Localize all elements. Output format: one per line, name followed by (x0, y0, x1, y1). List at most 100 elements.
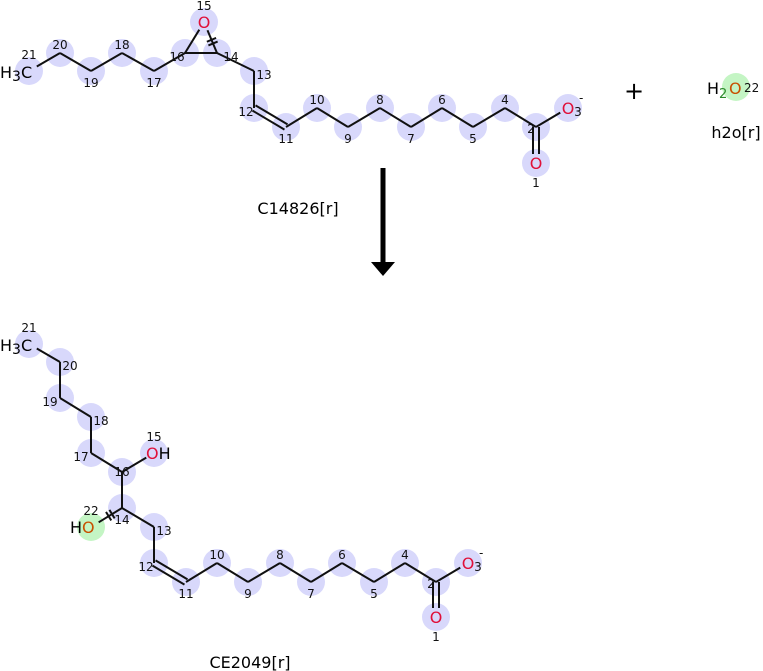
stereo-hash (105, 511, 113, 521)
methyl-label: H3C (0, 63, 32, 85)
bond (285, 107, 318, 128)
bond (247, 562, 281, 583)
atom-number-11: 11 (278, 132, 293, 146)
water-sub: 2 (719, 87, 727, 102)
atom-number-6: 6 (338, 548, 346, 562)
double-bond (151, 564, 185, 586)
atom-number-9: 9 (344, 132, 352, 146)
atom-highlight-15 (190, 8, 218, 36)
bond (184, 29, 201, 54)
plus-sign: + (624, 77, 644, 105)
atom-number-9: 9 (244, 587, 252, 601)
atom-number-7: 7 (407, 132, 415, 146)
atom-number-12: 12 (138, 560, 153, 574)
bond (121, 52, 155, 72)
atom-number-12: 12 (238, 105, 253, 119)
atom-highlight-1 (522, 149, 550, 177)
double-bond (255, 104, 289, 126)
bond (36, 347, 61, 363)
stereo-hash (208, 40, 219, 47)
atom-number-16: 16 (114, 465, 129, 479)
atom-number-15: 15 (196, 0, 211, 13)
bond (373, 562, 406, 583)
atom-highlight-15 (140, 439, 168, 467)
bond (216, 562, 249, 583)
bond (410, 107, 443, 128)
bond (90, 52, 123, 72)
water-highlight (722, 73, 750, 101)
bond (216, 52, 255, 72)
atom-highlight-3 (454, 549, 482, 577)
atom-number-14: 14 (114, 513, 129, 527)
atom-number-17: 17 (146, 76, 161, 90)
atom-number-19: 19 (42, 395, 57, 409)
atom-number-11: 11 (178, 587, 193, 601)
reactant-name: C14826[r] (257, 199, 338, 218)
bond (36, 52, 61, 68)
stereo-hash (108, 509, 116, 519)
double-bond (155, 559, 189, 581)
atom-number-3: 3 (574, 105, 582, 119)
atom-number-16: 16 (169, 50, 184, 64)
atom-number-6: 6 (438, 93, 446, 107)
atom-number-20: 20 (62, 359, 77, 373)
oxygen-label: O (562, 99, 575, 118)
atom-highlight-3 (554, 94, 582, 122)
atom-number-21: 21 (21, 321, 36, 335)
water-atom-number: 22 (744, 81, 759, 95)
atom-number-22: 22 (83, 504, 98, 518)
bond (404, 562, 437, 583)
methyl-label: H3C (0, 336, 32, 358)
charge-label: - (579, 91, 583, 105)
atom-highlight-21 (15, 57, 43, 85)
atom-number-3: 3 (474, 560, 482, 574)
double-bond (251, 109, 285, 131)
atom-number-4: 4 (501, 93, 509, 107)
water-molecule: H 2 O 22 h2o[r] (707, 73, 761, 142)
bond (347, 107, 381, 128)
atom-number-1: 1 (432, 630, 440, 644)
bond (435, 566, 461, 583)
reaction-arrow (371, 168, 395, 276)
atom-highlight-21 (15, 330, 43, 358)
water-name: h2o[r] (711, 123, 760, 142)
bond (472, 107, 506, 128)
water-o: O (729, 79, 742, 98)
atom-number-15: 15 (146, 430, 161, 444)
stereo-hash (206, 36, 217, 43)
atom-number-1: 1 (532, 176, 540, 190)
atom-highlight-22 (77, 513, 105, 541)
atom-number-13: 13 (156, 524, 171, 538)
atom-highlight-1 (422, 603, 450, 631)
atom-number-2: 2 (427, 577, 435, 591)
atom-number-5: 5 (370, 587, 378, 601)
charge-label: - (479, 546, 483, 560)
atom-number-8: 8 (276, 548, 284, 562)
bond (59, 52, 92, 72)
bond (504, 107, 537, 128)
atom-number-10: 10 (309, 93, 324, 107)
atom-number-19: 19 (83, 76, 98, 90)
oxygen-label: O (462, 554, 475, 573)
atom-number-8: 8 (376, 93, 384, 107)
bond (310, 562, 343, 583)
oxygen-label: O (430, 608, 443, 627)
bond (121, 507, 155, 528)
product-name: CE2049[r] (209, 653, 290, 671)
bond (316, 107, 349, 128)
atom-number-2: 2 (527, 122, 535, 136)
bond (153, 52, 186, 72)
atom-number-5: 5 (469, 132, 477, 146)
bond (206, 29, 218, 54)
bond (341, 562, 375, 583)
atom-number-18: 18 (114, 38, 129, 52)
atom-number-13: 13 (256, 68, 271, 82)
bond (185, 562, 218, 583)
bond (279, 562, 312, 583)
bond (90, 452, 123, 473)
atom-number-21: 21 (21, 48, 36, 62)
water-h: H (707, 79, 719, 98)
atom-number-14: 14 (223, 50, 238, 64)
bond (441, 107, 474, 128)
